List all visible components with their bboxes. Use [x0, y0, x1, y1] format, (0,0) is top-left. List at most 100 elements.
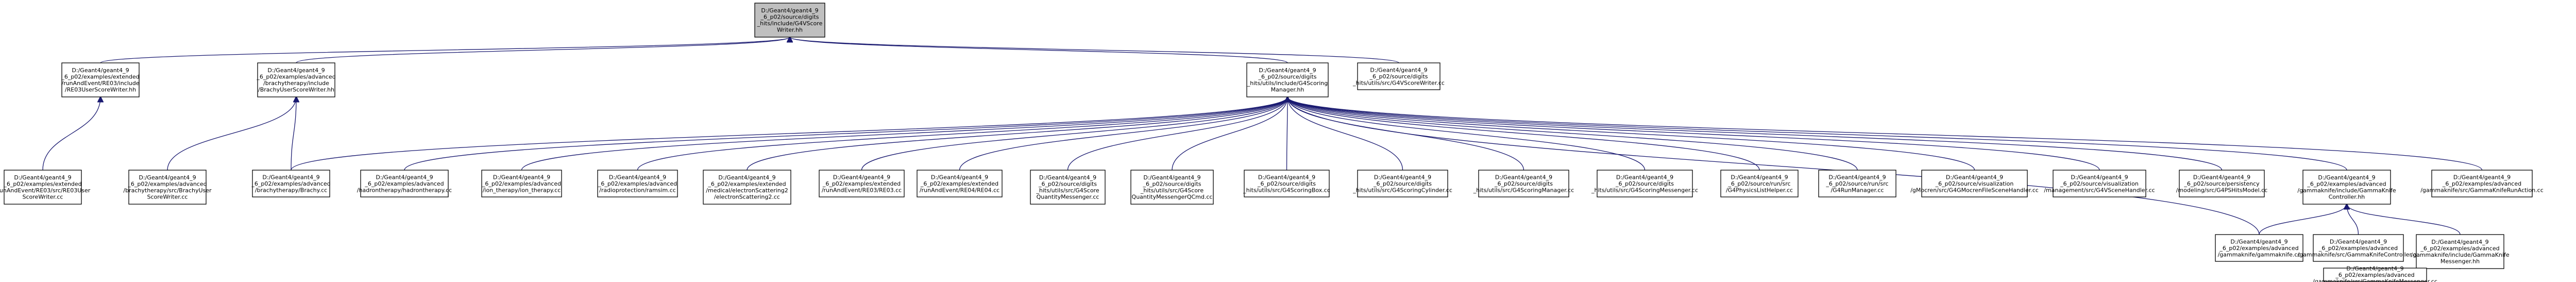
- graph-node-gammaknife_cc[interactable]: D:/Geant4/geant4_9_6_p02/examples/advanc…: [2215, 234, 2303, 262]
- graph-node-brachyuser[interactable]: D:/Geant4/geant4_9_6_p02/examples/advanc…: [256, 62, 336, 97]
- graph-node-scoringmgr_cc[interactable]: D:/Geant4/geant4_9_6_p02/source/digits_h…: [1473, 170, 1574, 197]
- node-box: [2416, 234, 2504, 269]
- graph-node-gammacntl_hh[interactable]: D:/Geant4/geant4_9_6_p02/examples/advanc…: [2297, 170, 2396, 205]
- node-label-line: /G4PhysicsListHelper.cc: [1726, 187, 1793, 193]
- graph-node-scoringmgr[interactable]: D:/Geant4/geant4_9_6_p02/source/digits_h…: [1246, 62, 1329, 97]
- node-label-line: _6_p02/examples/extended: [920, 180, 998, 187]
- node-label-line: D:/Geant4/geant4_9: [1374, 174, 1431, 180]
- node-label-line: _6_p02/examples/extended: [3, 181, 81, 188]
- edge-brachy_cc-to-brachyuser: [291, 97, 296, 171]
- graph-node-scoringcyl_cc[interactable]: D:/Geant4/geant4_9_6_p02/source/digits_h…: [1352, 170, 1452, 197]
- graph-node-scorequantcmd_cc[interactable]: D:/Geant4/geant4_9_6_p02/source/digits_h…: [1130, 170, 1214, 205]
- node-box: [1030, 170, 1106, 205]
- graph-node-re04_cc[interactable]: D:/Geant4/geant4_9_6_p02/examples/extend…: [917, 170, 1003, 197]
- node-label-line: D:/Geant4/geant4_9: [1616, 174, 1673, 180]
- node-label-line: D:/Geant4/geant4_9: [2431, 239, 2488, 245]
- edge-scoringcyl_cc-to-scoringmgr: [1287, 97, 1403, 171]
- node-label-line: _6_p02/examples/extended: [61, 74, 139, 80]
- graph-node-scoringbox_cc[interactable]: D:/Geant4/geant4_9_6_p02/source/digits_h…: [1243, 170, 1330, 197]
- graph-node-inelastic_cc[interactable]: D:/Geant4/geant4_9_6_p02/examples/extend…: [703, 170, 791, 205]
- graph-node-brachy_cc[interactable]: D:/Geant4/geant4_9_6_p02/examples/advanc…: [251, 170, 331, 197]
- node-label-line: D:/Geant4/geant4_9: [1143, 174, 1200, 181]
- node-box: [1357, 170, 1448, 197]
- graph-node-scoringmsg_cc[interactable]: D:/Geant4/geant4_9_6_p02/source/digits_h…: [1591, 170, 1698, 197]
- node-label-line: _6_p02/examples/advanced: [482, 180, 561, 187]
- edge-re04_cc-to-scoringmgr: [959, 97, 1288, 171]
- edge-scorequant_cc-to-scoringmgr: [1067, 97, 1288, 171]
- edge-radio_cc-to-scoringmgr: [637, 97, 1288, 171]
- graph-node-gammarun_cc[interactable]: D:/Geant4/geant4_9_6_p02/examples/advanc…: [2420, 170, 2544, 197]
- node-box: [1478, 170, 1569, 197]
- node-label-line: _6_p02/examples/advanced: [2219, 245, 2298, 252]
- node-label-line: _hits/utils/src/G4ScoringBox.cc: [1243, 187, 1330, 193]
- node-box: [481, 170, 562, 197]
- node-label-line: Messenger.hh: [2441, 258, 2480, 265]
- node-label-line: ScoreWriter.cc: [23, 194, 63, 201]
- graph-node-scorequant_cc[interactable]: D:/Geant4/geant4_9_6_p02/source/digits_h…: [1030, 170, 1106, 205]
- node-label-line: _hits/include/G4VScore: [757, 20, 823, 27]
- node-label-line: _6_p02/examples/extended: [822, 180, 901, 187]
- graph-node-ionthera_cc[interactable]: D:/Geant4/geant4_9_6_p02/examples/advanc…: [481, 170, 562, 197]
- node-label-line: D:/Geant4/geant4_9: [931, 174, 988, 180]
- node-box: [1921, 170, 2028, 197]
- graph-node-hadron_cc[interactable]: D:/Geant4/geant4_9_6_p02/examples/advanc…: [357, 170, 452, 197]
- node-label-line: _6_p02/examples/advanced: [598, 180, 677, 187]
- node-label-line: /G4RunManager.cc: [1831, 187, 1884, 193]
- node-box: [252, 170, 330, 197]
- node-box: [2323, 268, 2427, 282]
- edge-gammacntl_cc-to-gammacntl_hh: [2347, 204, 2359, 235]
- graph-node-runmgr_cc[interactable]: D:/Geant4/geant4_9_6_p02/source/run/src/…: [1818, 170, 1896, 197]
- node-box: [1357, 62, 1440, 90]
- graph-node-root[interactable]: D:/Geant4/geant4_9_6_p02/source/digits_h…: [754, 3, 825, 38]
- node-label-line: D:/Geant4/geant4_9: [1946, 174, 2003, 180]
- node-label-line: D:/Geant4/geant4_9: [761, 7, 818, 14]
- graph-node-re03_cc[interactable]: D:/Geant4/geant4_9_6_p02/examples/extend…: [819, 170, 905, 197]
- edge-brachyuser-to-root: [296, 37, 790, 63]
- edge-scoringmsg_cc-to-scoringmgr: [1287, 97, 1646, 171]
- node-label-line: D:/Geant4/geant4_9: [1495, 174, 1552, 180]
- node-label-line: _hits/utils/src/G4VScoreWriter.cc: [1352, 79, 1445, 86]
- node-box: [1597, 170, 1693, 197]
- edge-re03_cc-to-scoringmgr: [861, 97, 1288, 171]
- node-label-line: D:/Geant4/geant4_9: [267, 67, 325, 74]
- graph-node-brachyuser_cc[interactable]: D:/Geant4/geant4_9_6_p02/examples/advanc…: [123, 170, 212, 205]
- graph-node-phlist_cc[interactable]: D:/Geant4/geant4_9_6_p02/source/persiste…: [2176, 170, 2268, 197]
- node-label-line: ScoreWriter.cc: [147, 194, 188, 201]
- node-label-line: _hits/utils/src/G4Score: [1140, 187, 1204, 194]
- node-label-line: _6_p02/examples/advanced: [2335, 272, 2414, 278]
- node-label-line: D:/Geant4/geant4_9: [2230, 238, 2287, 245]
- node-label-line: _hits/utils/src/G4ScoringManager.cc: [1473, 187, 1574, 193]
- node-label-line: _6_p02/source/digits: [1257, 180, 1316, 187]
- node-label-line: /runAndEvent/RE04/RE04.cc: [920, 187, 999, 193]
- graph-node-radio_cc[interactable]: D:/Geant4/geant4_9_6_p02/examples/advanc…: [597, 170, 678, 197]
- node-label-line: D:/Geant4/geant4_9: [1258, 174, 1315, 180]
- node-label-line: D:/Geant4/geant4_9: [376, 174, 433, 180]
- node-label-line: QuantityMessenger.cc: [1037, 194, 1099, 201]
- node-label-line: _6_p02/source/digits: [1615, 180, 1674, 187]
- graph-node-gammamsg_cc[interactable]: D:/Geant4/geant4_9_6_p02/examples/advanc…: [2313, 265, 2437, 282]
- node-label-line: _6_p02/source/digits: [1038, 181, 1097, 188]
- graph-node-vrmlfile_cc[interactable]: D:/Geant4/geant4_9_6_p02/source/visualiz…: [1910, 170, 2039, 197]
- edge-brachyuser_cc-to-brachyuser: [167, 97, 296, 171]
- graph-node-gammamsg_hh[interactable]: D:/Geant4/geant4_9_6_p02/examples/advanc…: [2411, 234, 2510, 269]
- node-label-line: /radioprotection/ramsim.cc: [599, 187, 676, 193]
- node-label-line: /management/src/G4VSceneHandler.cc: [2044, 187, 2155, 193]
- node-box: [819, 170, 905, 197]
- node-label-line: /gammaknife/gammaknife.cc: [2218, 251, 2301, 258]
- edge-scenehandler_cc-to-scoringmgr: [1287, 97, 2100, 171]
- node-box: [754, 3, 825, 38]
- graph-node-gammacntl_cc[interactable]: D:/Geant4/geant4_9_6_p02/examples/advanc…: [2297, 234, 2419, 262]
- edge-gammaknife_cc-to-scoringmgr: [1287, 97, 2260, 235]
- edge-gammarun_cc-to-scoringmgr: [1287, 97, 2483, 171]
- node-label-line: D:/Geant4/geant4_9: [2346, 265, 2403, 272]
- node-label-line: _6_p02/source/run/src: [1825, 180, 1888, 187]
- graph-node-re03user_cc[interactable]: D:/Geant4/geant4_9_6_p02/examples/extend…: [0, 170, 91, 205]
- graph-node-physlist_cc[interactable]: D:/Geant4/geant4_9_6_p02/source/run/src/…: [1720, 170, 1799, 197]
- graph-node-scenehandler_cc[interactable]: D:/Geant4/geant4_9_6_p02/source/visualiz…: [2044, 170, 2155, 197]
- node-box: [2431, 170, 2533, 197]
- graph-node-vscorewriter_cc[interactable]: D:/Geant4/geant4_9_6_p02/source/digits_h…: [1352, 62, 1445, 90]
- graph-node-redsuser[interactable]: D:/Geant4/geant4_9_6_p02/examples/extend…: [61, 62, 140, 97]
- node-box: [917, 170, 1003, 197]
- edge-scoringbox_cc-to-scoringmgr: [1287, 97, 1288, 171]
